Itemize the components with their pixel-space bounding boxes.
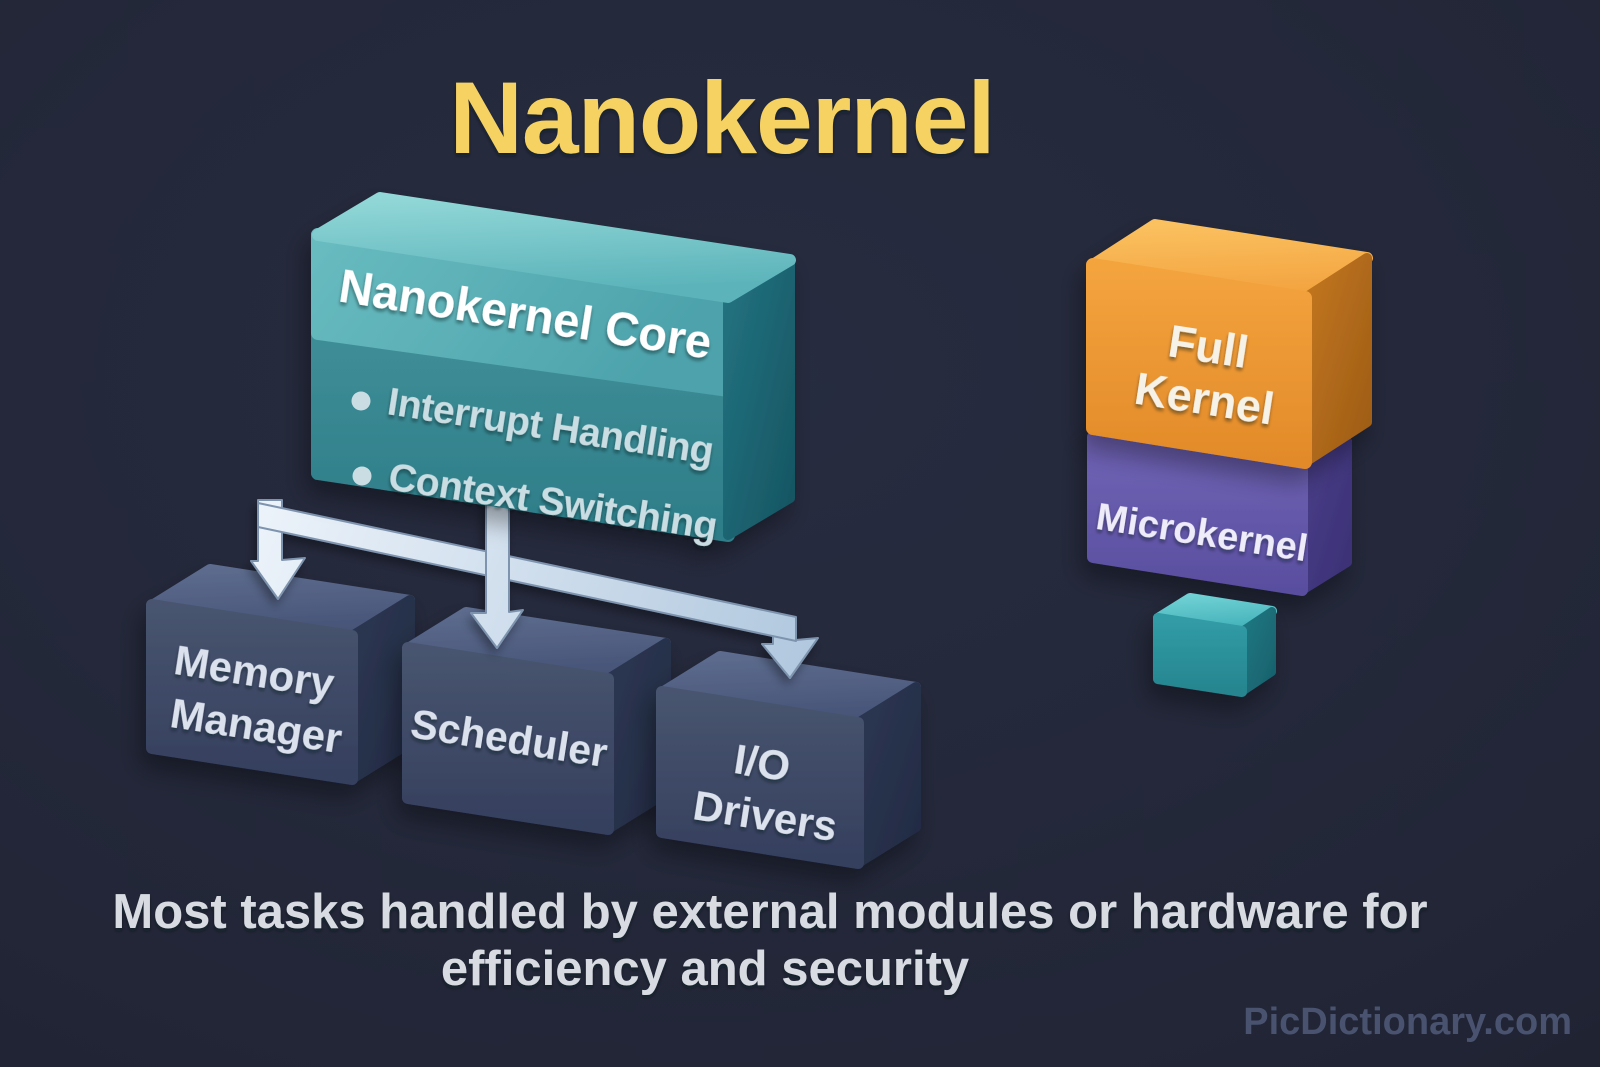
scheduler-front-face <box>402 642 614 835</box>
watermark: PicDictionary.com <box>1243 1001 1572 1043</box>
caption-line2: efficiency and security <box>441 942 969 996</box>
nanokernel-size-box <box>1153 593 1277 697</box>
microkernel-front-face <box>1087 431 1308 596</box>
bullet-dot-icon <box>351 391 371 411</box>
core-right-face <box>723 255 795 540</box>
full-kernel-label-line1: Full <box>1165 315 1252 378</box>
page-title: Nanokernel <box>449 61 995 175</box>
full-kernel-box: Full Kernel <box>1086 219 1373 469</box>
arrow-down-middle-icon <box>470 494 524 649</box>
scheduler-box: Scheduler <box>402 607 671 835</box>
core-top-face <box>312 192 796 303</box>
nanokernel-size-front-face <box>1153 613 1247 697</box>
caption-line1: Most tasks handled by external modules o… <box>112 885 1427 939</box>
memory-manager-right-face <box>347 595 415 784</box>
io-drivers-label-line1: I/O <box>731 735 794 790</box>
io-drivers-right-face <box>853 682 921 868</box>
nanokernel-core-box: Nanokernel Core Interrupt Handling Conte… <box>311 192 796 549</box>
bullet-dot-icon <box>352 466 372 486</box>
memory-manager-box: Memory Manager <box>146 564 415 785</box>
connector-horizontal-bar <box>257 502 797 642</box>
io-drivers-box: I/O Drivers <box>656 651 921 869</box>
full-kernel-right-face <box>1300 253 1372 467</box>
connector-arrows <box>250 494 819 679</box>
memory-manager-front-face <box>146 599 358 785</box>
full-kernel-front-face <box>1086 258 1312 469</box>
io-drivers-front-face <box>656 686 864 869</box>
